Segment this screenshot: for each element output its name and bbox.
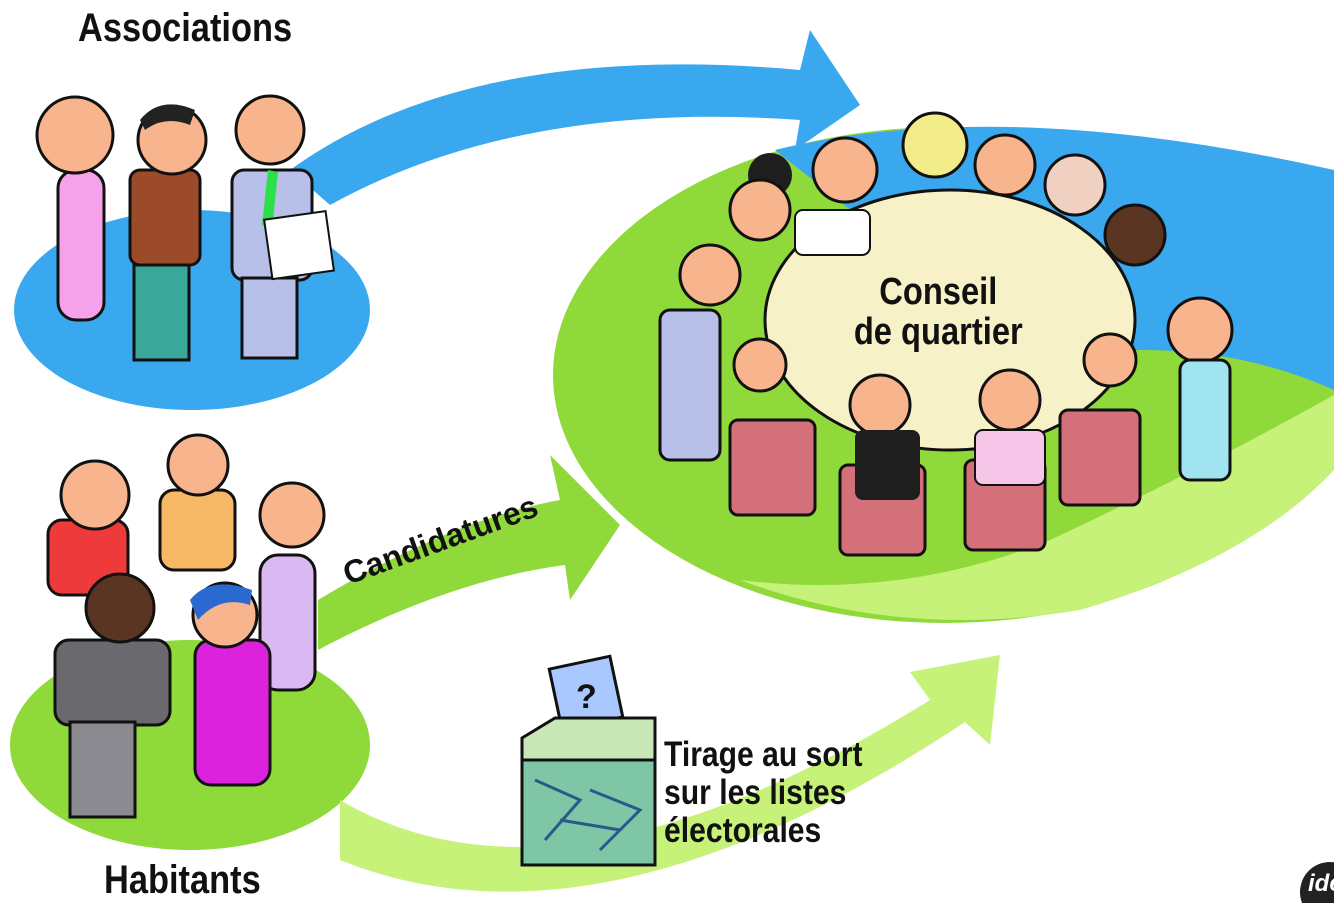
arrow-tirage — [340, 655, 1000, 892]
arrow-candidatures-top — [290, 30, 860, 205]
ballot-box-icon: ? — [520, 654, 657, 867]
arrow-candidatures-mid — [318, 455, 620, 650]
conseil-line-1: Conseil — [879, 271, 998, 313]
habitants-title: Habitants — [104, 858, 261, 902]
tirage-au-sort-label: Tirage au sort sur les listes électorale… — [664, 736, 863, 850]
council-table-scene — [658, 111, 1234, 557]
associations-title: Associations — [78, 6, 293, 50]
ballot-question-mark: ? — [576, 678, 597, 716]
tirage-line-1: Tirage au sort — [664, 735, 863, 774]
conseil-de-quartier-label: Conseil de quartier — [848, 272, 1029, 352]
conseil-line-2: de quartier — [853, 311, 1023, 353]
habitants-people — [46, 433, 326, 819]
tirage-line-3: électorales — [664, 811, 822, 850]
associations-people — [35, 94, 336, 362]
tirage-line-2: sur les listes — [664, 773, 847, 812]
